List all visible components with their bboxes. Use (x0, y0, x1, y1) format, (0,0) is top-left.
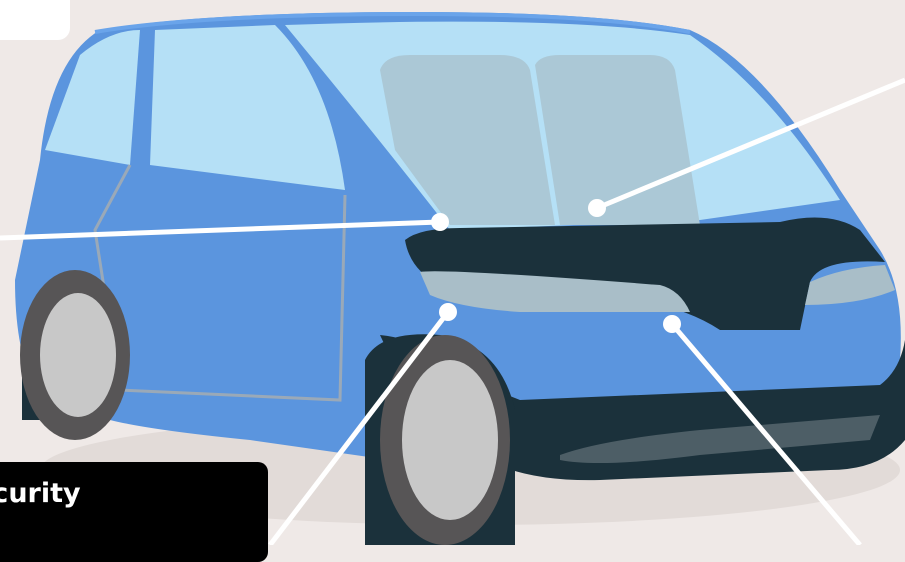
door-callout-dot[interactable] (431, 213, 449, 231)
headlight-callout-dot[interactable] (439, 303, 457, 321)
rear-hub (40, 293, 116, 417)
front-hub (402, 360, 498, 520)
feature-label: ecurity (0, 478, 81, 509)
windshield-callout-dot[interactable] (588, 199, 606, 217)
feature-label-box[interactable] (0, 462, 268, 562)
bumper-callout-dot[interactable] (663, 315, 681, 333)
